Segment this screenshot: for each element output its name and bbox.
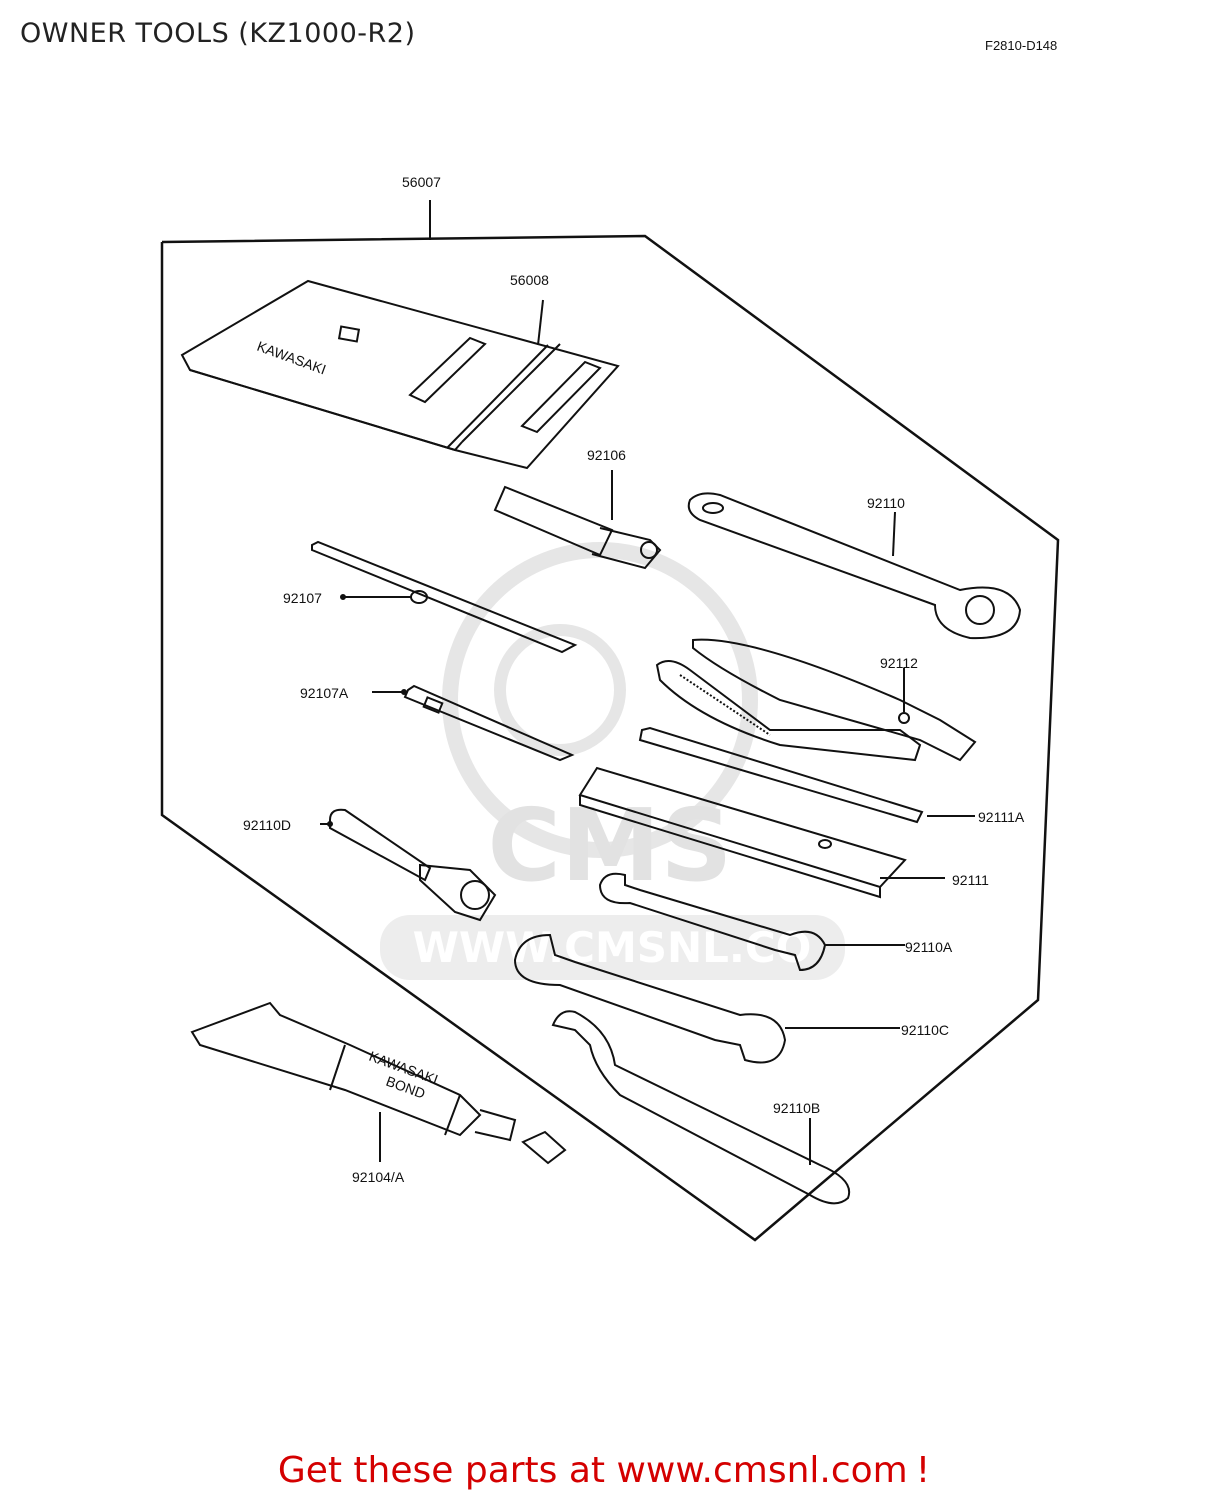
label-92111: 92111 [952, 872, 989, 888]
figure-code: F2810-D148 [985, 38, 1058, 53]
label-92110: 92110 [867, 495, 905, 511]
call-to-action[interactable]: Get these parts at www.cmsnl.com! [0, 1450, 1208, 1491]
watermark-brand: CMS [488, 787, 733, 904]
call-to-action-mark: ! [915, 1450, 931, 1491]
label-92104A: 92104/A [352, 1169, 405, 1185]
open-wrench-92110C [513, 933, 900, 1064]
open-wrench-92110A [598, 872, 905, 972]
rod-92111A [638, 726, 975, 824]
call-to-action-text[interactable]: Get these parts at www.cmsnl.com [277, 1450, 908, 1491]
watermark-url: WWW.CMSNL.CO [413, 923, 812, 972]
label-92111A: 92111A [978, 809, 1025, 825]
flat-bar-92111 [578, 766, 945, 899]
label-92107A: 92107A [300, 685, 349, 701]
screwdriver-bit-92107A [372, 684, 575, 762]
label-56008: 56008 [510, 272, 549, 288]
label-92110B: 92110B [773, 1100, 820, 1116]
page-title: OWNER TOOLS (KZ1000-R2) [20, 18, 416, 49]
box-wrench-92110D [320, 808, 497, 922]
label-92106: 92106 [587, 447, 626, 463]
pliers-92112 [655, 638, 977, 762]
label-92110C: 92110C [901, 1022, 949, 1038]
label-92112: 92112 [880, 655, 918, 671]
socket-92106 [493, 470, 662, 570]
kit-outline [160, 234, 1060, 1242]
pouch-brand-mark: KAWASAKI [255, 338, 328, 378]
label-92110A: 92110A [905, 939, 953, 955]
ring-spanner-92110 [687, 492, 1022, 640]
tool-pouch [180, 279, 620, 470]
label-56007: 56007 [402, 174, 441, 190]
bond-tube-92104A [190, 1001, 567, 1165]
label-92110D: 92110D [243, 817, 291, 833]
watermark: CMS WWW.CMSNL.CO [380, 542, 845, 980]
screwdriver-92107 [311, 540, 578, 654]
hook-spanner-92110B [551, 1010, 851, 1205]
label-92107: 92107 [283, 590, 322, 606]
